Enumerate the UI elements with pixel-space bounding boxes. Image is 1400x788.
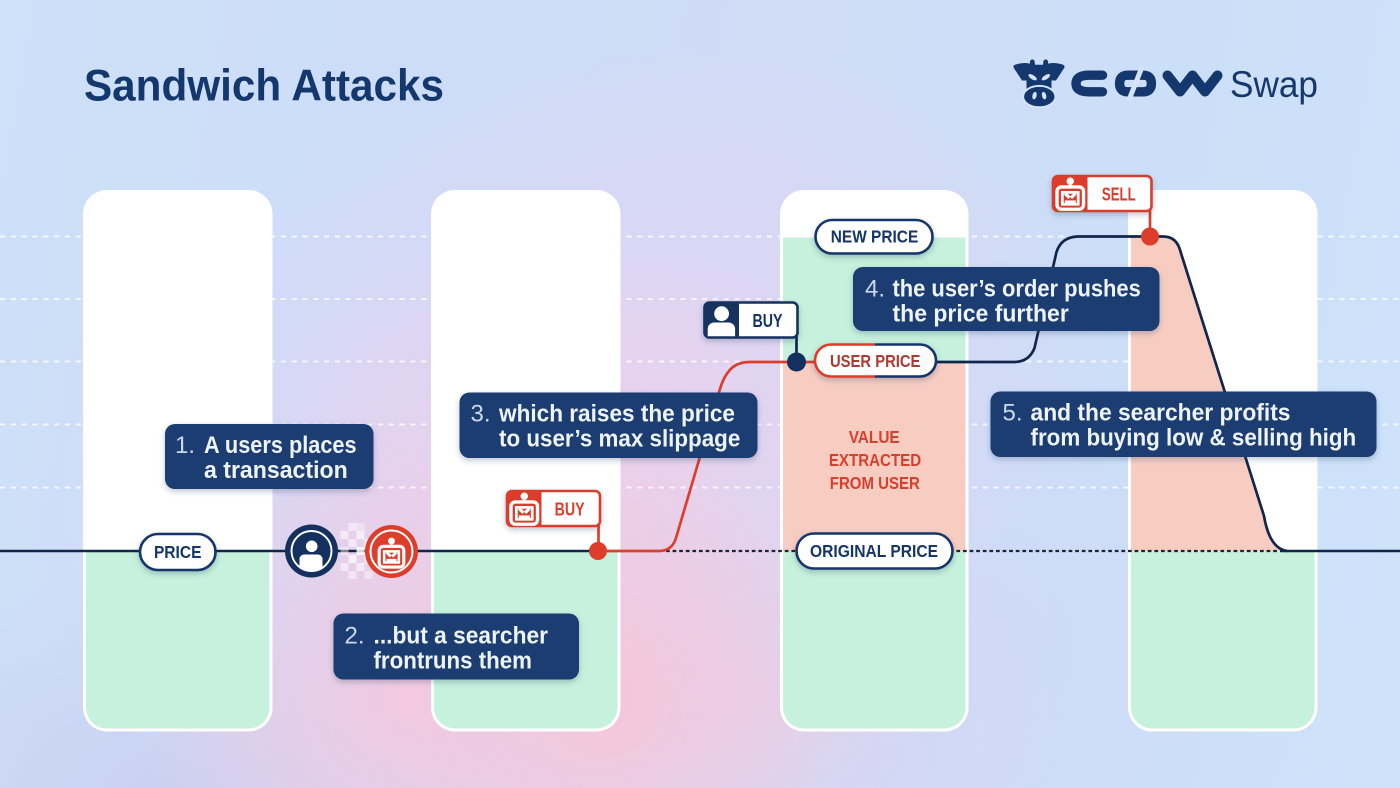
svg-text:SELL: SELL — [1102, 185, 1136, 205]
svg-text:2.: 2. — [345, 622, 365, 649]
svg-text:USER PRICE: USER PRICE — [830, 351, 920, 371]
svg-text:BUY: BUY — [753, 311, 783, 331]
svg-text:3.: 3. — [471, 401, 491, 428]
svg-text:FROM USER: FROM USER — [830, 473, 920, 493]
svg-text:the price further: the price further — [893, 301, 1070, 328]
svg-text:Swap: Swap — [1230, 64, 1318, 105]
svg-text:the user’s order pushes: the user’s order pushes — [893, 276, 1141, 303]
svg-text:A users places: A users places — [204, 432, 357, 459]
svg-text:from buying low & selling high: from buying low & selling high — [1031, 425, 1357, 452]
svg-text:BUY: BUY — [555, 500, 585, 520]
svg-text:to user’s max slippage: to user’s max slippage — [499, 426, 740, 453]
svg-text:Sandwich Attacks: Sandwich Attacks — [84, 62, 444, 111]
svg-text:1.: 1. — [175, 432, 195, 459]
svg-text:EXTRACTED: EXTRACTED — [829, 450, 921, 470]
svg-text:VALUE: VALUE — [849, 427, 900, 447]
svg-text:which raises the price: which raises the price — [498, 401, 735, 428]
svg-text:and the searcher profits: and the searcher profits — [1031, 400, 1291, 427]
svg-text:5.: 5. — [1003, 400, 1023, 427]
svg-text:frontruns them: frontruns them — [374, 648, 533, 675]
svg-text:ORIGINAL PRICE: ORIGINAL PRICE — [810, 541, 938, 561]
svg-text:4.: 4. — [865, 276, 885, 303]
svg-text:PRICE: PRICE — [154, 542, 202, 562]
svg-text:NEW PRICE: NEW PRICE — [831, 227, 919, 247]
svg-text:...but a searcher: ...but a searcher — [374, 622, 549, 649]
svg-text:a transaction: a transaction — [204, 457, 348, 484]
